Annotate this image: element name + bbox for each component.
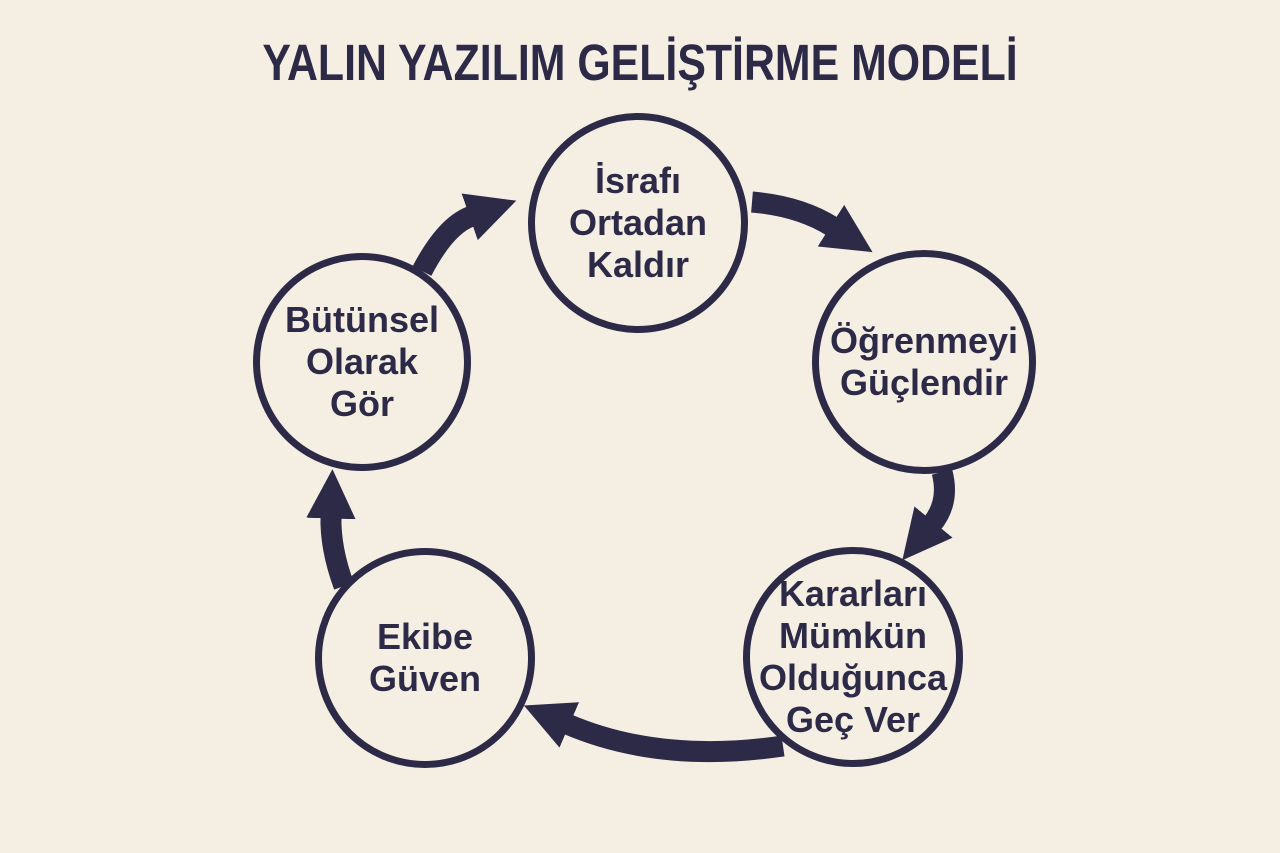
arrow-right-to-bottomright-icon <box>902 469 955 561</box>
arrow-bottomleft-to-left-icon <box>306 469 356 590</box>
label-line: Olduğunca <box>759 657 947 698</box>
label-line: Geç Ver <box>785 699 921 741</box>
label-line: Öğrenmeyi <box>829 319 1019 361</box>
label-line: Ekibe <box>376 615 474 657</box>
arrow-left-to-top-icon <box>412 193 517 276</box>
cycle-node-see-whole: Bütünsel Olarak Gör <box>253 253 471 471</box>
label-line: Ortadan <box>568 201 708 243</box>
cycle-node-label: Öğrenmeyi Güçlendir <box>830 320 1018 404</box>
cycle-node-trust-team: Ekibe Güven <box>315 548 535 768</box>
label-line: Kaldır <box>586 244 690 286</box>
label-line: İsrafı <box>594 159 682 201</box>
cycle-node-amplify-learning: Öğrenmeyi Güçlendir <box>812 250 1036 474</box>
cycle-node-label: Bütünsel Olarak Gör <box>285 299 439 425</box>
cycle-node-label: Kararları Mümkün Olduğunca Geç Ver <box>759 573 947 741</box>
cycle-node-label: Ekibe Güven <box>369 616 481 700</box>
arrow-top-to-right-icon <box>751 191 873 253</box>
label-line: Mümkün <box>779 614 927 656</box>
page-title: YALIN YAZILIM GELİŞTİRME MODELİ <box>262 34 1018 91</box>
cycle-node-eliminate-waste: İsrafı Ortadan Kaldır <box>528 113 748 333</box>
label-line: Olarak <box>305 340 419 382</box>
label-line: Gör <box>329 383 394 425</box>
arrow-bottomright-to-bottomleft-icon <box>523 702 785 763</box>
label-line: Güven <box>368 658 482 699</box>
label-line: Bütünsel <box>284 298 439 340</box>
cycle-node-label: İsrafı Ortadan Kaldır <box>569 160 707 286</box>
label-line: Kararları <box>778 572 928 614</box>
cycle-node-decide-late: Kararları Mümkün Olduğunca Geç Ver <box>743 547 963 767</box>
label-line: Güçlendir <box>839 362 1008 403</box>
